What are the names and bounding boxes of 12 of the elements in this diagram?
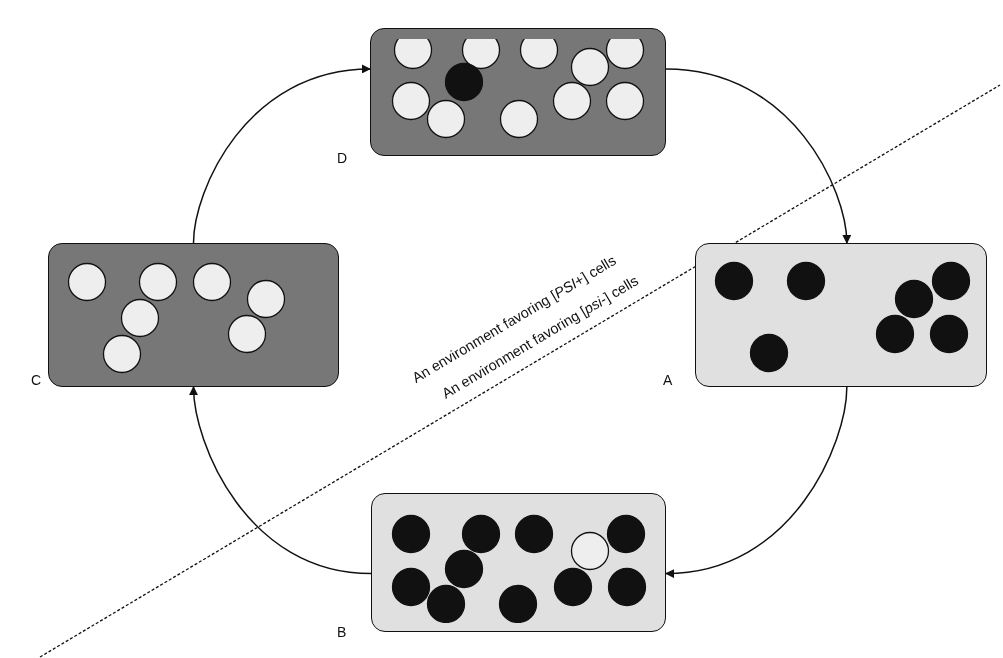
panel-letter: A (663, 372, 673, 388)
arrow (189, 386, 372, 575)
cell-container (48, 243, 339, 387)
panel-letter: B (337, 624, 347, 640)
arrow (665, 68, 851, 244)
panel-letter: D (337, 150, 348, 166)
cell-container (695, 243, 987, 387)
cell-container (371, 493, 666, 632)
cell-container (370, 28, 666, 156)
arrow (192, 65, 371, 244)
arrow (665, 386, 848, 578)
panel-letter: C (31, 372, 42, 388)
